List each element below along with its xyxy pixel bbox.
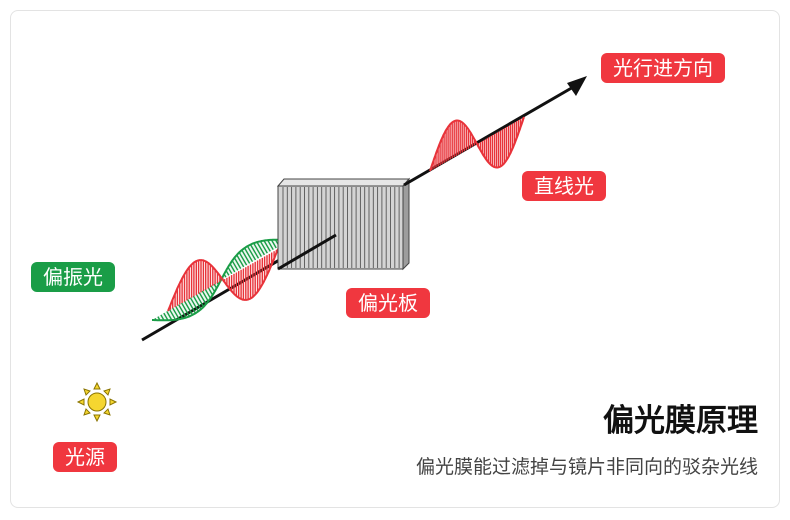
diagram-title: 偏光膜原理: [603, 403, 758, 439]
polarizer-plate: [276, 177, 411, 271]
polarizer-label: 偏光板: [346, 288, 430, 318]
polarized-light-label: 偏振光: [31, 262, 115, 292]
diagram-subtitle: 偏光膜能过滤掉与镜片非同向的驳杂光线: [415, 456, 758, 478]
linear-light-label: 直线光: [522, 171, 606, 201]
red-wave-unpolarized: [167, 248, 279, 312]
red-wave-linear: [429, 116, 525, 172]
light-source-label: 光源: [53, 442, 117, 472]
plate-stripes: [282, 187, 400, 268]
sun-icon: [76, 381, 118, 423]
direction-label: 光行进方向: [601, 53, 725, 83]
arrow-head: [567, 76, 587, 96]
